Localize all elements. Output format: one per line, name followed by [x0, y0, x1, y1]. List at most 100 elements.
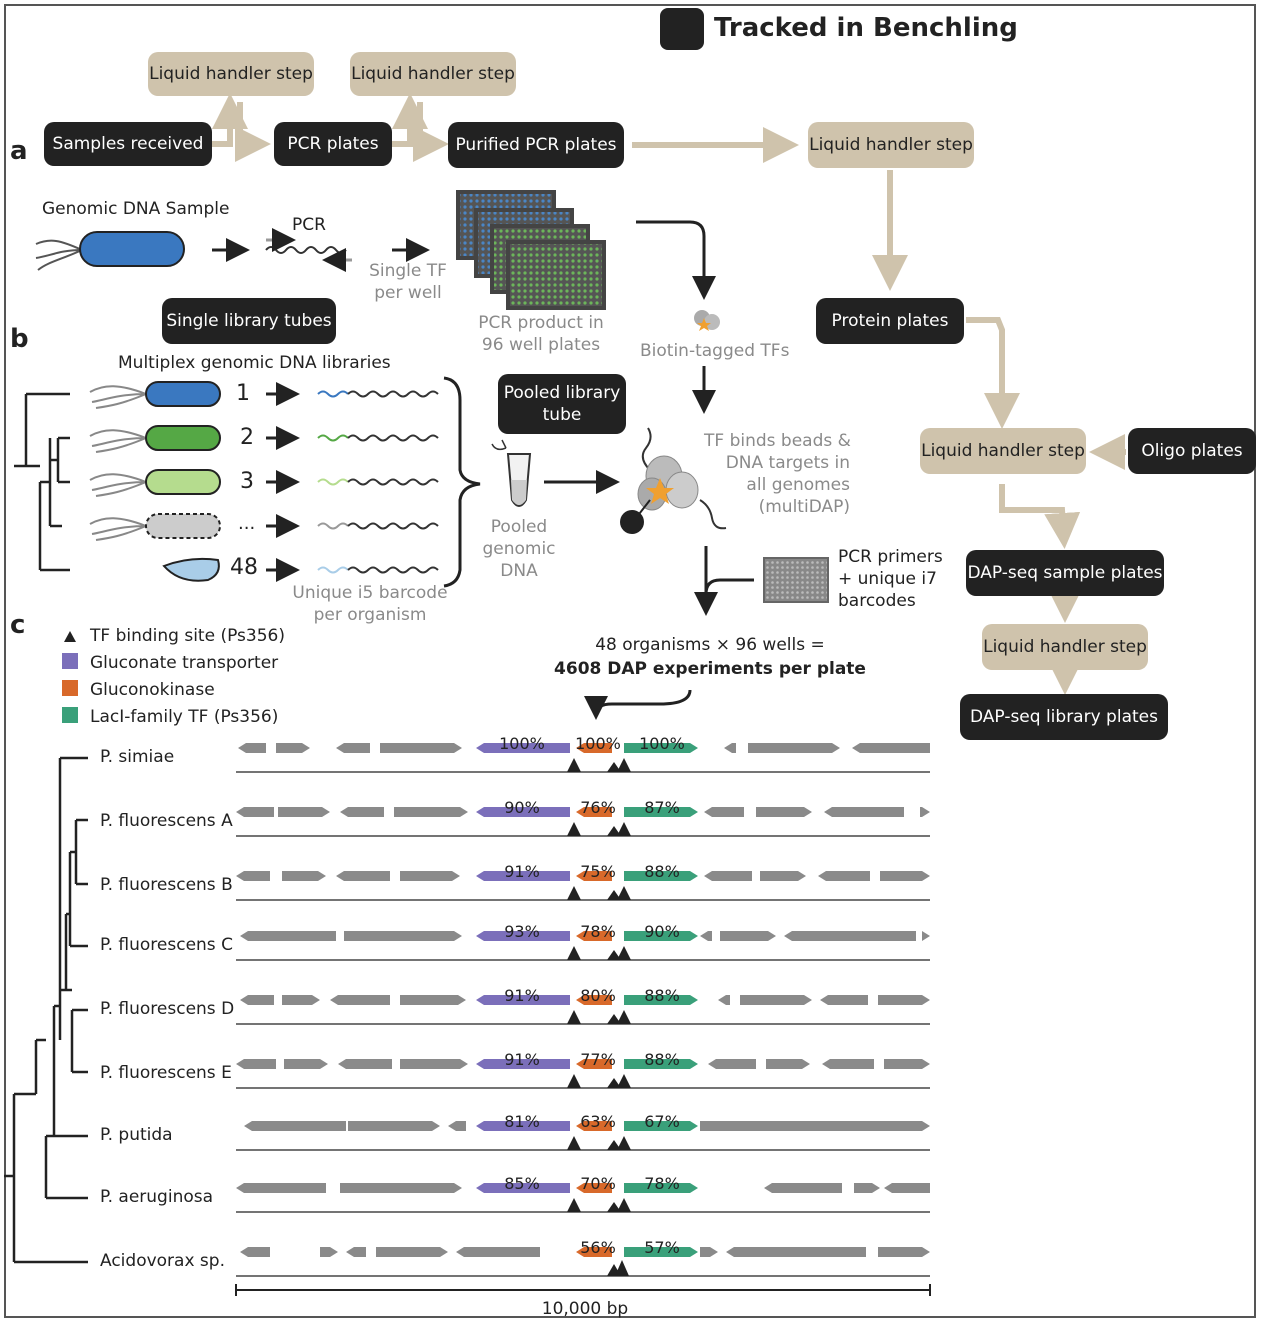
gene-arrow	[624, 931, 698, 941]
identity-percent: 77%	[580, 1050, 616, 1069]
gene-arrow	[476, 1059, 570, 1069]
gene-arrow	[700, 1121, 930, 1131]
gene-arrow	[448, 1121, 466, 1131]
gene-arrow	[320, 1247, 338, 1257]
tree-b	[14, 392, 70, 572]
samples-received-node[interactable]: Samples received	[44, 122, 212, 166]
gene-arrow	[236, 1059, 276, 1069]
gene-arrow	[704, 807, 744, 817]
gene-arrow	[282, 871, 326, 881]
identity-percent: 63%	[580, 1112, 616, 1131]
row-number-48: 48	[230, 555, 258, 580]
gene-arrow	[720, 931, 776, 941]
identity-percent: 100%	[639, 734, 685, 753]
organism-name: P. fluorescens E	[100, 1063, 232, 1083]
binding-peak	[617, 1010, 631, 1024]
pooled-library-tube-node[interactable]: Pooled library tube	[498, 374, 626, 434]
legend-tf-binding-site: TF binding site (Ps356)	[90, 626, 285, 646]
row-arrows	[266, 382, 300, 582]
identity-percent: 78%	[644, 1174, 680, 1193]
dapseq-library-plates-node[interactable]: DAP-seq library plates	[960, 694, 1168, 740]
identity-percent: 81%	[504, 1112, 540, 1131]
identity-percent: 87%	[644, 798, 680, 817]
scale-bar-label: 10,000 bp	[541, 1299, 629, 1319]
binding-peak	[567, 758, 581, 772]
gene-arrow	[922, 931, 930, 941]
binding-peak	[567, 1074, 581, 1088]
gene-arrow	[624, 995, 698, 1005]
legend-gluconokinase: Gluconokinase	[90, 680, 215, 700]
purified-pcr-plates-node[interactable]: Purified PCR plates	[448, 122, 624, 168]
liquid-handler-step-4[interactable]: Liquid handler step	[920, 428, 1086, 474]
gene-arrow	[340, 1183, 462, 1193]
dna-rows	[317, 390, 439, 574]
gene-arrow	[920, 807, 930, 817]
single-library-tubes-node[interactable]: Single library tubes	[162, 298, 336, 344]
gene-arrow	[240, 995, 274, 1005]
liquid-handler-step-2[interactable]: Liquid handler step	[350, 52, 516, 96]
legend-tracked-label: Tracked in Benchling	[714, 13, 1018, 43]
gene-arrow	[878, 1247, 930, 1257]
tree-c	[4, 756, 88, 1264]
gene-arrow	[240, 1247, 270, 1257]
biotin-tf-label: Biotin-tagged TFs	[640, 341, 790, 361]
liquid-handler-step-1[interactable]: Liquid handler step	[148, 52, 314, 96]
gene-arrow	[576, 743, 612, 753]
binding-peak	[617, 1198, 631, 1212]
oligo-plates-node[interactable]: Oligo plates	[1128, 428, 1256, 474]
identity-percent: 88%	[644, 862, 680, 881]
protein-plates-node[interactable]: Protein plates	[816, 298, 964, 344]
row-number-2: 2	[240, 425, 254, 450]
gene-arrow	[624, 1183, 698, 1193]
genome-track	[236, 1247, 930, 1277]
gene-arrow	[348, 1121, 440, 1131]
gene-arrow	[336, 871, 390, 881]
liquid-handler-step-5[interactable]: Liquid handler step	[982, 624, 1148, 670]
binding-peak	[607, 762, 621, 772]
gene-arrow	[884, 1183, 930, 1193]
gene-arrow	[718, 995, 730, 1005]
gene-arrow	[284, 1059, 328, 1069]
gene-arrow	[236, 1183, 326, 1193]
dapseq-sample-plates-node[interactable]: DAP-seq sample plates	[966, 550, 1164, 596]
liquid-handler-step-3[interactable]: Liquid handler step	[808, 122, 974, 168]
binding-peak	[567, 886, 581, 900]
gene-arrow	[760, 871, 806, 881]
genome-track	[236, 1059, 930, 1089]
gene-arrow	[576, 1059, 612, 1069]
organism-name: P. fluorescens A	[100, 811, 233, 831]
panel-label-b: b	[10, 324, 29, 354]
identity-percent: 91%	[504, 862, 540, 881]
binding-peak	[607, 890, 621, 900]
identity-percent: 67%	[644, 1112, 680, 1131]
gene-arrow	[400, 995, 466, 1005]
pcr-product-line-2: 96 well plates	[481, 335, 601, 355]
gene-arrow	[476, 1183, 570, 1193]
panel-label-c: c	[10, 610, 26, 640]
bacteria-b	[89, 381, 221, 582]
gene-arrow	[576, 1121, 612, 1131]
gene-arrow	[624, 1247, 698, 1257]
legend-gluconate-transporter: Gluconate transporter	[90, 653, 279, 673]
gene-arrow	[624, 807, 698, 817]
identity-percent: 85%	[504, 1174, 540, 1193]
identity-percent: 100%	[575, 734, 621, 753]
gene-arrow	[624, 743, 698, 753]
organism-name: P. putida	[100, 1125, 173, 1145]
binding-peak	[607, 950, 621, 960]
gene-arrow	[726, 1247, 866, 1257]
pcr-plates-node[interactable]: PCR plates	[274, 122, 392, 166]
organism-name: P. fluorescens C	[100, 935, 233, 955]
genomic-dna-sample-label: Genomic DNA Sample	[42, 199, 230, 219]
pooled-dna-line-3: DNA	[500, 561, 538, 581]
gene-arrow	[338, 1059, 392, 1069]
binding-peak	[617, 758, 631, 772]
pcr-label: PCR	[292, 215, 326, 235]
gene-arrow	[624, 871, 698, 881]
gene-arrow	[704, 871, 752, 881]
identity-percent: 91%	[504, 986, 540, 1005]
gene-arrow	[756, 807, 812, 817]
organism-name: Acidovorax sp.	[100, 1251, 225, 1271]
pcr-primers-line-1: PCR primers	[838, 547, 943, 567]
gene-arrow	[724, 743, 736, 753]
